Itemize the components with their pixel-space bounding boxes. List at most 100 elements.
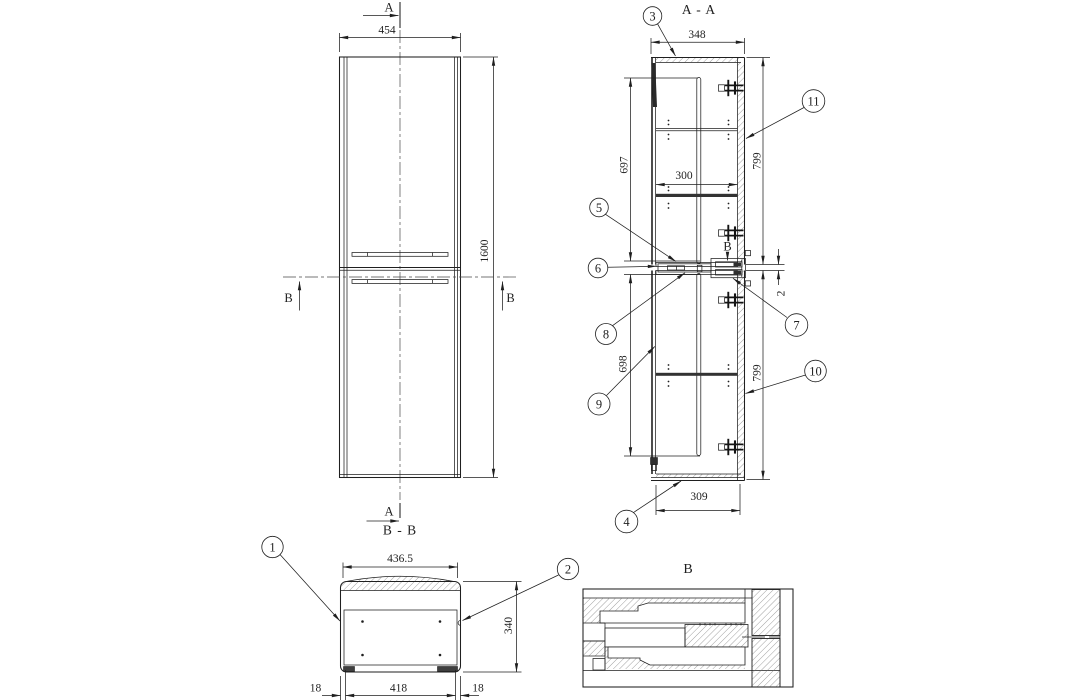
dim-top-width-436-5: 436.5: [342, 553, 458, 578]
handle-lower: [351, 279, 449, 284]
callout-10: 10: [745, 359, 827, 394]
bottom-fitting-left: [343, 666, 355, 672]
left-hatched-block: [582, 640, 606, 657]
dim-309-label: 309: [690, 491, 708, 503]
dim-right-18-label: 18: [472, 683, 484, 695]
dim-depth-label: 340: [503, 617, 515, 635]
callout-5: 5: [589, 197, 677, 262]
section-marker-a-top: A: [363, 1, 399, 18]
top-panel-hatch: [656, 58, 741, 63]
lower-panel-tongue: [607, 646, 746, 666]
shelf-upper-2: [656, 186, 738, 209]
wall-screw-lower: [744, 280, 751, 287]
bottom-panel-hatch: [656, 474, 741, 478]
dim-upper-799-label: 799: [751, 152, 763, 170]
dim-697-label: 697: [618, 156, 630, 174]
dim-width-454: 454: [339, 25, 461, 52]
dim-upper-799: 799: [746, 57, 785, 271]
upper-panel-tongue: [599, 602, 746, 624]
dim-depth-label: 348: [688, 29, 706, 41]
dim-309: 309: [655, 484, 741, 515]
dim-width-label: 454: [378, 25, 396, 37]
dim-gap-2: 2: [775, 249, 787, 296]
door-lower-section: [651, 270, 656, 474]
dim-height-label: 1600: [479, 239, 491, 262]
dim-height-1600: 1600: [463, 56, 498, 478]
callout-7: 7: [732, 277, 809, 337]
callout-3: 3: [642, 6, 676, 57]
wall-screw-upper: [744, 250, 751, 257]
detail-b-marker: B: [723, 240, 732, 261]
callout-8-label: 8: [603, 327, 609, 341]
shelf-upper-1: [656, 119, 738, 140]
section-marker-b-left: B: [284, 281, 302, 311]
detail-b-title: B: [683, 562, 692, 577]
screw-hole: [438, 653, 442, 657]
callout-6: 6: [587, 257, 657, 279]
door-upper-section: [651, 58, 657, 265]
callout-7-label: 7: [793, 318, 799, 332]
dim-depth-348: 348: [650, 29, 745, 54]
callout-11: 11: [745, 89, 826, 139]
callout-10-label: 10: [809, 364, 822, 378]
dim-lower-799-label: 799: [751, 364, 763, 382]
section-marker-a-bottom: A: [366, 505, 400, 523]
screw-hole: [438, 620, 442, 623]
dim-300-label: 300: [675, 170, 693, 182]
section-bb-title: B - B: [383, 523, 417, 538]
bottom-fitting-right: [437, 666, 458, 672]
callout-3-label: 3: [649, 9, 655, 23]
dim-698: 698: [617, 274, 700, 457]
section-marker-a-bottom-label: A: [384, 505, 393, 519]
section-marker-a-top-label: A: [384, 1, 393, 15]
bb-inner-panel: [343, 609, 458, 666]
door-curved-face: [345, 575, 455, 582]
dim-300: 300: [655, 170, 738, 187]
latch-slider: [667, 265, 685, 271]
mid-divider: [655, 250, 751, 287]
dim-left-18-label: 18: [310, 683, 322, 695]
detail-b-marker-label: B: [723, 240, 731, 254]
front-view: 454 1600 A A B B: [283, 1, 517, 523]
section-bb-view: B - B 436.5 340: [261, 523, 580, 700]
detail-b-view: B: [582, 562, 794, 688]
handle-upper: [351, 252, 449, 257]
callout-6-label: 6: [595, 261, 601, 275]
dim-depth-340: 340: [463, 581, 522, 673]
inner-rail-upper: [696, 77, 702, 264]
callout-9: 9: [587, 346, 656, 416]
door-bottom-fitting: [650, 457, 658, 471]
callout-4-label: 4: [623, 515, 630, 529]
back-panel-lower-section: [751, 638, 781, 688]
latch-tongue: [696, 264, 703, 273]
dim-bottom-row: 18 418 18: [310, 670, 484, 700]
dim-698-label: 698: [617, 355, 629, 373]
back-wall-lower-hatch: [737, 270, 745, 477]
callout-4: 4: [614, 480, 682, 534]
door-hinge-strip: [651, 63, 657, 107]
callout-9-label: 9: [596, 397, 602, 411]
detail-outer-frame: [582, 588, 794, 688]
callout-2-label: 2: [565, 562, 571, 576]
section-marker-b-right: B: [500, 281, 515, 311]
callout-5-label: 5: [596, 201, 602, 215]
dim-center-418-label: 418: [390, 683, 408, 695]
inner-rail-lower: [696, 273, 702, 456]
screw-hole: [361, 620, 364, 623]
screw-hole: [361, 653, 364, 657]
section-aa-title: A - A: [682, 2, 716, 17]
lower-carcass-top-panel: [655, 270, 738, 275]
back-wall-upper-hatch: [737, 63, 745, 265]
bb-outer-body: [339, 580, 462, 673]
door-curved-face-hatch: [341, 576, 460, 591]
middle-hatched-block: [684, 624, 749, 648]
shelf-lower: [656, 364, 738, 387]
dim-697: 697: [618, 77, 700, 262]
left-step-block: [592, 658, 606, 671]
dim-gap-label: 2: [775, 290, 787, 296]
back-panel-upper-section: [751, 589, 781, 636]
callout-8: 8: [595, 272, 686, 345]
latch-bolt-section: [604, 627, 686, 648]
